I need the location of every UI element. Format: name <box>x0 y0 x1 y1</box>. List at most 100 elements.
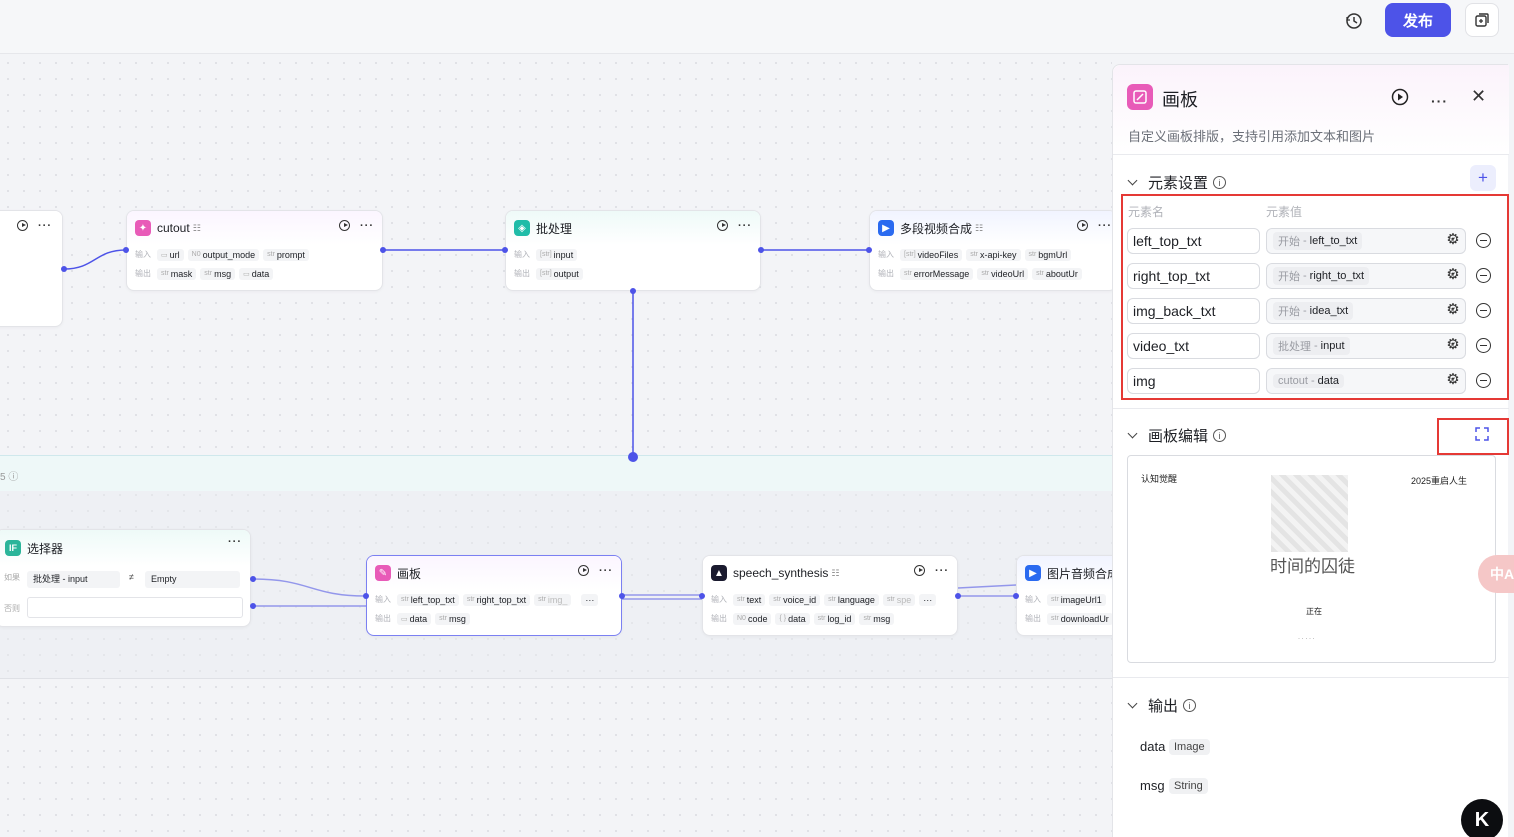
chevron-down-icon[interactable] <box>1127 698 1138 709</box>
output-name: data <box>1140 739 1166 754</box>
output-port[interactable] <box>619 593 625 599</box>
run-icon[interactable] <box>914 565 925 576</box>
preview-right-top-text[interactable]: 2025重启人生 <box>1410 476 1467 486</box>
clear-icon[interactable]: × <box>1448 268 1456 282</box>
preview-small-text[interactable]: · · · · · <box>1298 636 1315 642</box>
run-icon[interactable] <box>578 565 589 576</box>
more-icon[interactable]: ··· <box>599 564 613 577</box>
more-icon[interactable]: ··· <box>360 219 374 232</box>
start-node[interactable]: ··· <box>0 210 63 327</box>
add-element-button[interactable]: + <box>1470 165 1496 191</box>
input-port[interactable] <box>363 593 369 599</box>
translate-bubble[interactable]: 中A <box>1478 555 1514 593</box>
node-selector[interactable]: IF 选择器 ··· 如果 批处理 - input ≠ Empty 否则 <box>0 529 251 627</box>
remove-element-icon[interactable] <box>1476 303 1491 318</box>
copy-icon[interactable] <box>1465 3 1499 37</box>
input-port[interactable] <box>1013 593 1019 599</box>
more-icon[interactable]: ··· <box>738 219 752 232</box>
run-icon[interactable] <box>1391 88 1409 111</box>
clear-icon[interactable]: × <box>1448 338 1456 352</box>
info-icon[interactable]: i <box>1213 429 1227 442</box>
canvas-edit-title[interactable]: 画板编辑 i <box>1127 425 1227 446</box>
element-settings-title[interactable]: 元素设置 i <box>1127 172 1227 193</box>
run-icon[interactable] <box>339 220 350 231</box>
batch-body-port[interactable] <box>630 288 636 294</box>
publish-button[interactable]: 发布 <box>1385 3 1451 37</box>
gear-icon[interactable]: ⚙ <box>1446 371 1460 388</box>
canvas-preview[interactable]: 认知觉醒 2025重启人生 时间的囚徒 正在 · · · · · <box>1127 455 1496 663</box>
output-port[interactable] <box>955 593 961 599</box>
remove-element-icon[interactable] <box>1476 233 1491 248</box>
preview-center-title[interactable]: 时间的囚徒 <box>1270 557 1355 576</box>
output-port[interactable] <box>380 247 386 253</box>
fullscreen-icon[interactable] <box>1475 427 1491 443</box>
remove-element-icon[interactable] <box>1476 373 1491 388</box>
more-icon[interactable]: ··· <box>935 564 949 577</box>
remove-element-icon[interactable] <box>1476 268 1491 283</box>
batch-body-anchor[interactable] <box>628 452 638 462</box>
info-icon[interactable]: i <box>1213 176 1227 189</box>
clear-icon[interactable]: × <box>1448 233 1456 247</box>
more-icon[interactable]: ··· <box>228 536 242 548</box>
more-icon[interactable]: ··· <box>1098 219 1112 232</box>
gear-icon[interactable]: ⚙ <box>1446 266 1460 283</box>
input-port[interactable] <box>699 593 705 599</box>
element-value-input[interactable]: 批处理-input × <box>1266 333 1466 359</box>
node-batch[interactable]: ◈ 批处理 ··· 输入 [str]input 输出 [str]output <box>505 210 761 291</box>
element-name-input[interactable]: img <box>1127 368 1260 394</box>
preview-image[interactable] <box>1271 475 1348 552</box>
element-name-input[interactable]: img_back_txt <box>1127 298 1260 324</box>
input-port[interactable] <box>866 247 872 253</box>
more-icon[interactable]: ··· <box>1431 93 1448 109</box>
element-name-input[interactable]: video_txt <box>1127 333 1260 359</box>
input-port[interactable] <box>502 247 508 253</box>
run-icon[interactable] <box>1077 220 1088 231</box>
condition-operator[interactable]: ≠ <box>129 572 134 582</box>
clear-icon[interactable]: × <box>1448 303 1456 317</box>
output-title[interactable]: 输出 i <box>1127 695 1197 716</box>
element-value-input[interactable]: cutout-data × <box>1266 368 1466 394</box>
history-icon[interactable] <box>1340 7 1368 35</box>
output-port[interactable] <box>758 247 764 253</box>
gear-icon[interactable]: ⚙ <box>1446 301 1460 318</box>
condition-right[interactable]: Empty <box>145 571 240 588</box>
close-icon[interactable]: ✕ <box>1471 86 1487 106</box>
output-type-badge: Image <box>1169 739 1210 755</box>
chevron-down-icon[interactable] <box>1127 428 1138 439</box>
condition-left[interactable]: 批处理 - input <box>27 571 120 588</box>
else-port[interactable] <box>250 603 256 609</box>
output-port[interactable] <box>61 266 67 272</box>
run-icon[interactable] <box>717 220 728 231</box>
more-params-icon[interactable]: ··· <box>919 593 937 606</box>
element-name-input[interactable]: right_top_txt <box>1127 263 1260 289</box>
gear-icon[interactable]: ⚙ <box>1446 336 1460 353</box>
preview-left-top-text[interactable]: 认知觉醒 <box>1141 474 1178 484</box>
clear-icon[interactable]: × <box>1448 373 1456 387</box>
input-port[interactable] <box>123 247 129 253</box>
more-icon[interactable]: ··· <box>38 219 52 232</box>
cutout-icon: ✦ <box>135 220 151 236</box>
element-value-input[interactable]: 开始-left_to_txt × <box>1266 228 1466 254</box>
run-icon[interactable] <box>17 220 28 231</box>
remove-element-icon[interactable] <box>1476 338 1491 353</box>
info-icon[interactable]: i <box>1183 699 1197 712</box>
element-value-input[interactable]: 开始-right_to_txt × <box>1266 263 1466 289</box>
more-params-icon[interactable]: ··· <box>581 593 599 606</box>
element-value-input[interactable]: 开始-idea_txt × <box>1266 298 1466 324</box>
k-logo-icon[interactable]: K <box>1461 799 1503 837</box>
chevron-down-icon[interactable] <box>1127 175 1138 186</box>
element-name-input[interactable]: left_top_txt <box>1127 228 1260 254</box>
if-port[interactable] <box>250 576 256 582</box>
preview-video-text[interactable]: 正在 <box>1306 607 1322 616</box>
gear-icon[interactable]: ⚙ <box>1446 231 1460 248</box>
else-branch[interactable] <box>27 597 243 618</box>
